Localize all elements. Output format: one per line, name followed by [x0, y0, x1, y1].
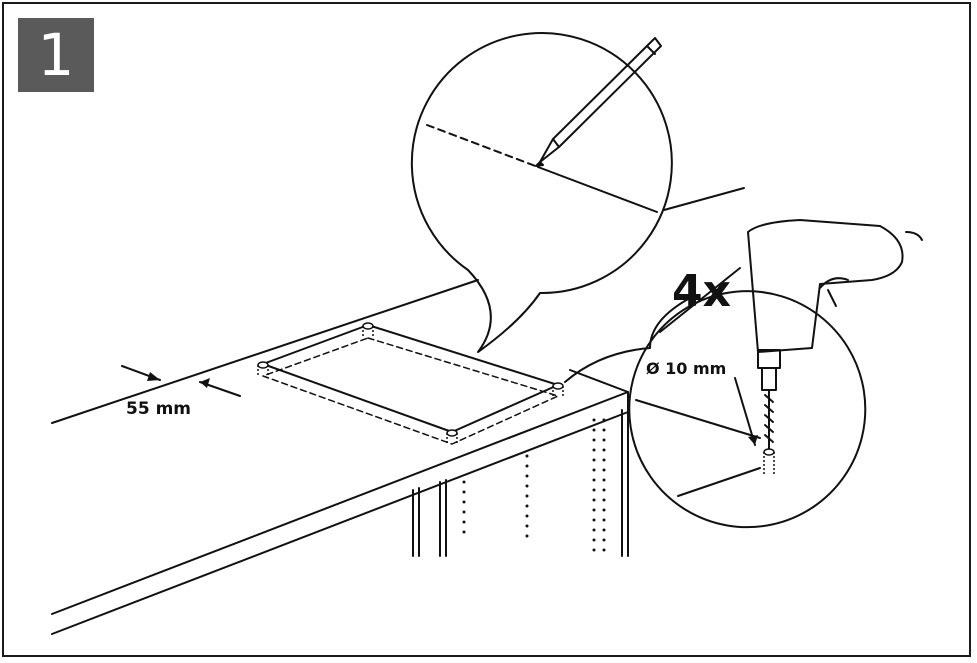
drill-diameter-label: Ø 10 mm [646, 359, 726, 378]
drill-hole-marker [763, 448, 775, 476]
quantity-label: 4x [672, 266, 731, 317]
drill-hole-marker [257, 361, 269, 377]
instruction-frame [2, 2, 971, 657]
drill-hole-marker [552, 382, 564, 398]
edge-distance-label: 55 mm [126, 399, 191, 419]
cabinet-holes-right [592, 418, 606, 552]
pencil-icon [535, 37, 662, 167]
cabinet [412, 409, 629, 557]
drill-hole-marker [446, 429, 458, 445]
marking-magnifier [410, 32, 745, 353]
cabinet-holes-left [462, 480, 466, 534]
step-number-badge: 1 [18, 18, 94, 92]
drill-icon [747, 219, 923, 451]
sink-cutout-outline [262, 324, 559, 445]
drill-hole-marker [362, 322, 374, 338]
cabinet-holes-mid [525, 454, 529, 538]
countertop [51, 279, 761, 635]
drill-magnifier [564, 267, 867, 529]
arrowheads [147, 372, 758, 445]
